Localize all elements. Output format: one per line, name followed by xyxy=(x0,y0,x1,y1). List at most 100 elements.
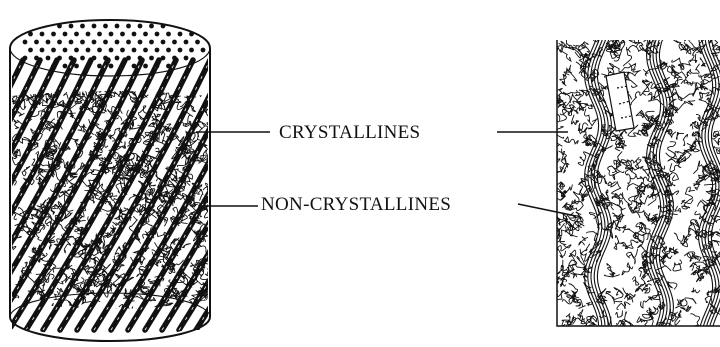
network-fibril xyxy=(692,288,700,293)
network-fibril xyxy=(668,142,676,163)
network-fibril xyxy=(557,266,568,278)
end-face-dot xyxy=(126,56,131,61)
network-fibril xyxy=(638,210,654,221)
network-fibril xyxy=(614,294,623,302)
network-fibril xyxy=(696,37,705,53)
end-face-dot xyxy=(69,40,74,45)
end-face-dot xyxy=(28,48,33,53)
network-fibril xyxy=(608,182,621,194)
network-fibril xyxy=(0,128,14,141)
end-face-dot xyxy=(132,32,137,37)
end-face-dot xyxy=(97,32,102,37)
non-crystalline-network-panel xyxy=(540,28,720,347)
network-fibril xyxy=(680,306,690,312)
end-face-dot xyxy=(120,48,125,53)
network-fibril xyxy=(78,124,87,133)
network-fibril xyxy=(614,288,623,296)
network-fibril xyxy=(625,80,637,88)
end-face-dot xyxy=(57,56,62,61)
network-fibril xyxy=(22,166,30,175)
end-face-dot xyxy=(120,32,125,37)
network-fibril xyxy=(627,249,638,264)
end-face-dot xyxy=(40,48,45,53)
network-fibril xyxy=(615,325,637,343)
end-face-dot xyxy=(97,48,102,53)
network-fibril xyxy=(622,263,633,275)
end-face-dot xyxy=(155,32,160,37)
end-face-dot xyxy=(86,48,91,53)
network-fibril xyxy=(578,157,584,165)
network-fibril xyxy=(676,132,684,139)
network-fibril xyxy=(1,109,10,117)
network-fibril xyxy=(110,309,118,315)
end-face-dot xyxy=(115,24,120,29)
non-crystallines-label: NON-CRYSTALLINES xyxy=(261,195,451,214)
network-fibril xyxy=(676,101,695,111)
end-face-dot xyxy=(149,40,154,45)
network-fibril xyxy=(625,312,634,327)
end-face-dot xyxy=(97,64,102,69)
end-face-dot xyxy=(69,24,74,29)
end-face-dot xyxy=(69,56,74,61)
end-face-dot xyxy=(166,48,171,53)
end-face-dot xyxy=(103,40,108,45)
network-fibril xyxy=(562,296,574,304)
network-fibril xyxy=(554,139,562,149)
end-face-dot xyxy=(195,40,200,45)
end-face-dot xyxy=(74,32,79,37)
end-face-dot xyxy=(80,24,85,29)
network-fibril xyxy=(716,28,720,36)
end-face-dot xyxy=(46,40,51,45)
end-face-dot xyxy=(74,48,79,53)
network-fibril xyxy=(684,253,695,261)
network-fibril xyxy=(560,75,567,86)
end-face-dot xyxy=(115,40,120,45)
end-face-dot xyxy=(138,24,143,29)
network-fibril xyxy=(675,206,681,212)
network-fibril xyxy=(546,119,556,124)
end-face-dot xyxy=(138,56,143,61)
network-fibril xyxy=(672,72,686,85)
end-face-dot xyxy=(166,32,171,37)
network-fibril xyxy=(648,93,664,105)
network-fibril xyxy=(191,105,196,111)
end-face-dot xyxy=(166,64,171,69)
end-face-dot xyxy=(80,56,85,61)
network-fibril xyxy=(203,181,213,190)
network-fibril xyxy=(558,324,571,344)
end-face-dot xyxy=(132,64,137,69)
end-face-dot xyxy=(74,64,79,69)
network-fibril xyxy=(673,260,682,271)
network-fibril xyxy=(55,315,62,322)
network-fibril xyxy=(655,328,670,347)
end-face-dot xyxy=(80,40,85,45)
end-face-dot xyxy=(155,64,160,69)
network-fibril xyxy=(611,201,623,210)
network-fibril xyxy=(674,233,687,242)
network-fibril xyxy=(690,263,696,271)
network-fibril xyxy=(543,136,554,158)
network-fibril xyxy=(549,147,560,165)
end-face-dot xyxy=(63,64,68,69)
end-face-dot xyxy=(172,56,177,61)
fiber-cylinder xyxy=(0,20,414,341)
network-fibril xyxy=(623,49,631,65)
end-face-dot xyxy=(161,56,166,61)
network-fibril xyxy=(559,90,577,95)
network-fibril xyxy=(625,167,631,186)
end-face-dot xyxy=(143,48,148,53)
network-fibril xyxy=(677,299,684,306)
network-fibril xyxy=(564,137,578,144)
microfibril-panel xyxy=(540,28,720,347)
end-face-dot xyxy=(23,56,28,61)
network-fibril xyxy=(620,31,630,43)
end-face-dot xyxy=(109,48,114,53)
network-fibril xyxy=(690,314,700,330)
network-fibril xyxy=(632,277,639,285)
end-face-dot xyxy=(143,64,148,69)
end-face-dot xyxy=(57,40,62,45)
network-fibril xyxy=(579,237,588,246)
network-fibril xyxy=(636,223,657,237)
network-fibril xyxy=(682,205,690,209)
network-fibril xyxy=(667,66,676,77)
